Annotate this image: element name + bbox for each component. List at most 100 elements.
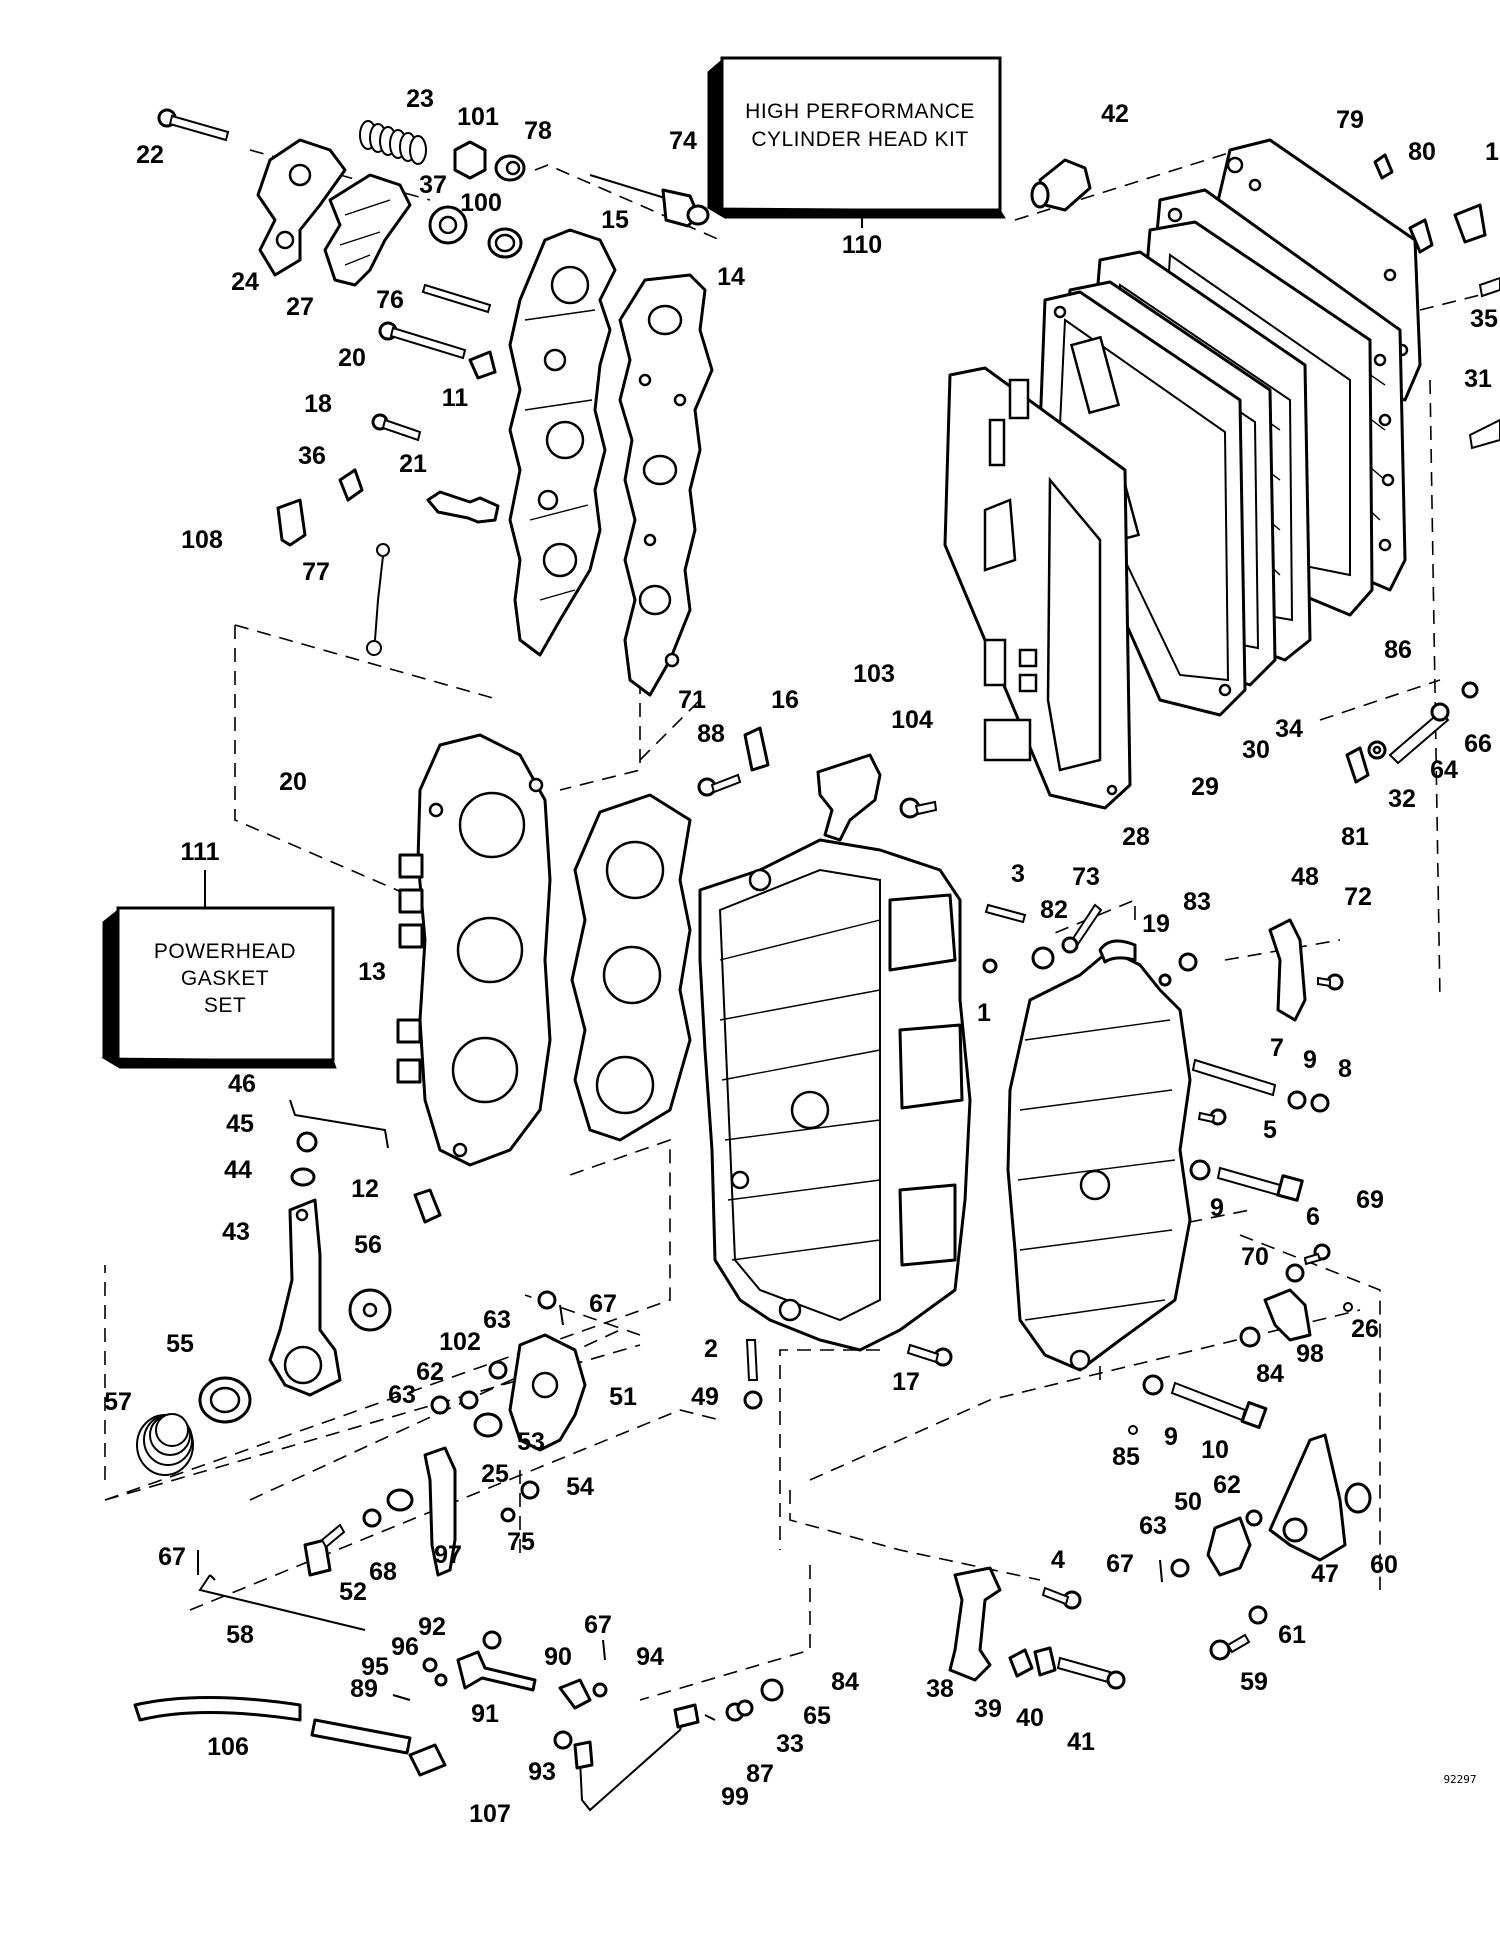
callout-63: 63 — [483, 1306, 511, 1334]
gasket-set-line3: SET — [204, 994, 246, 1017]
callout-41: 41 — [1067, 1728, 1095, 1756]
callout-52: 52 — [339, 1578, 367, 1606]
callout-38: 38 — [926, 1675, 954, 1703]
exhaust-plate-29 — [1038, 290, 1247, 717]
callout-68: 68 — [369, 1558, 397, 1586]
callout-37: 37 — [419, 171, 447, 199]
callout-49: 49 — [691, 1383, 719, 1411]
callout-106: 106 — [207, 1733, 249, 1761]
callout-1: 1 — [977, 999, 991, 1027]
callout-54: 54 — [566, 1473, 594, 1501]
callout-82: 82 — [1040, 896, 1068, 924]
callout-88: 88 — [697, 720, 725, 748]
callout-17: 17 — [892, 1368, 920, 1396]
callout-40: 40 — [1016, 1704, 1044, 1732]
callout-72: 72 — [1344, 883, 1372, 911]
callout-6: 6 — [1306, 1203, 1320, 1231]
callout-46: 46 — [228, 1070, 256, 1098]
callout-9: 9 — [1210, 1194, 1224, 1222]
callout-60: 60 — [1370, 1551, 1398, 1579]
callout-90: 90 — [544, 1643, 572, 1671]
callout-12: 12 — [351, 1175, 379, 1203]
callout-8: 8 — [1338, 1055, 1352, 1083]
callout-100: 100 — [460, 189, 502, 217]
callout-45: 45 — [226, 1110, 254, 1138]
cylinder-block-cover — [396, 733, 552, 1167]
callout-16: 16 — [771, 686, 799, 714]
callout-20: 20 — [279, 768, 307, 796]
callout-33: 33 — [776, 1730, 804, 1758]
callout-22: 22 — [136, 141, 164, 169]
kit-title-line2: CYLINDER HEAD KIT — [751, 128, 968, 151]
callout-67: 67 — [584, 1611, 612, 1639]
callout-55: 55 — [166, 1330, 194, 1358]
callout-43: 43 — [222, 1218, 250, 1246]
callout-53: 53 — [517, 1428, 545, 1456]
callout-74: 74 — [669, 127, 697, 155]
callout-95: 95 — [361, 1653, 389, 1681]
throttle-linkage — [133, 1099, 1163, 1812]
callout-31: 31 — [1464, 365, 1492, 393]
callout-104: 104 — [891, 706, 933, 734]
callout-7: 7 — [1270, 1034, 1284, 1062]
callout-111: 111 — [181, 838, 220, 866]
callout-25: 25 — [481, 1460, 509, 1488]
callout-64: 64 — [1430, 756, 1458, 784]
callout-20: 20 — [338, 344, 366, 372]
callout-102: 102 — [439, 1328, 481, 1356]
callout-101: 101 — [457, 103, 499, 131]
callout-87: 87 — [746, 1760, 774, 1788]
gasket-set-line1: POWERHEAD — [154, 940, 296, 963]
callout-71: 71 — [678, 686, 706, 714]
callout-13: 13 — [358, 958, 386, 986]
callout-59: 59 — [1240, 1668, 1268, 1696]
callout-89: 89 — [350, 1675, 378, 1703]
callout-50: 50 — [1174, 1488, 1202, 1516]
callout-81: 81 — [1341, 823, 1369, 851]
callout-42: 42 — [1101, 100, 1129, 128]
callout-98: 98 — [1296, 1340, 1324, 1368]
callout-44: 44 — [224, 1156, 252, 1184]
callout-103: 103 — [853, 660, 895, 688]
callout-86: 86 — [1384, 636, 1412, 664]
callout-94: 94 — [636, 1643, 664, 1671]
callout-76: 76 — [376, 286, 404, 314]
callout-19: 19 — [1142, 910, 1170, 938]
callout-23: 23 — [406, 85, 434, 113]
callout-35: 35 — [1470, 305, 1498, 333]
callout-1: 1 — [1485, 138, 1499, 166]
callout-58: 58 — [226, 1621, 254, 1649]
crankcase-right-half — [1006, 939, 1192, 1372]
callout-92: 92 — [418, 1613, 446, 1641]
callout-2: 2 — [704, 1335, 718, 1363]
callout-51: 51 — [609, 1383, 637, 1411]
callout-5: 5 — [1263, 1116, 1277, 1144]
callout-34: 34 — [1275, 715, 1303, 743]
high-performance-kit-box: HIGH PERFORMANCE CYLINDER HEAD KIT — [706, 56, 1006, 219]
callout-15: 15 — [601, 206, 629, 234]
crankcase-hardware — [697, 726, 1353, 1435]
callout-57: 57 — [104, 1388, 132, 1416]
callout-48: 48 — [1291, 863, 1319, 891]
callout-91: 91 — [471, 1700, 499, 1728]
callout-4: 4 — [1051, 1546, 1065, 1574]
callout-39: 39 — [974, 1695, 1002, 1723]
callout-24: 24 — [231, 268, 259, 296]
callout-56: 56 — [354, 1231, 382, 1259]
callout-27: 27 — [286, 293, 314, 321]
callout-79: 79 — [1336, 106, 1364, 134]
kit-title-line1: HIGH PERFORMANCE — [745, 100, 975, 123]
callout-62: 62 — [1213, 1471, 1241, 1499]
callout-62: 62 — [416, 1358, 444, 1386]
exhaust-gasket-28 — [943, 366, 1132, 810]
callout-84: 84 — [1256, 1360, 1284, 1388]
block-gasket — [570, 793, 692, 1142]
callout-21: 21 — [399, 450, 427, 478]
callout-63: 63 — [388, 1381, 416, 1409]
callout-69: 69 — [1356, 1186, 1384, 1214]
callout-110: 110 — [842, 231, 882, 259]
callout-75: 75 — [507, 1528, 535, 1556]
callout-9: 9 — [1303, 1046, 1317, 1074]
